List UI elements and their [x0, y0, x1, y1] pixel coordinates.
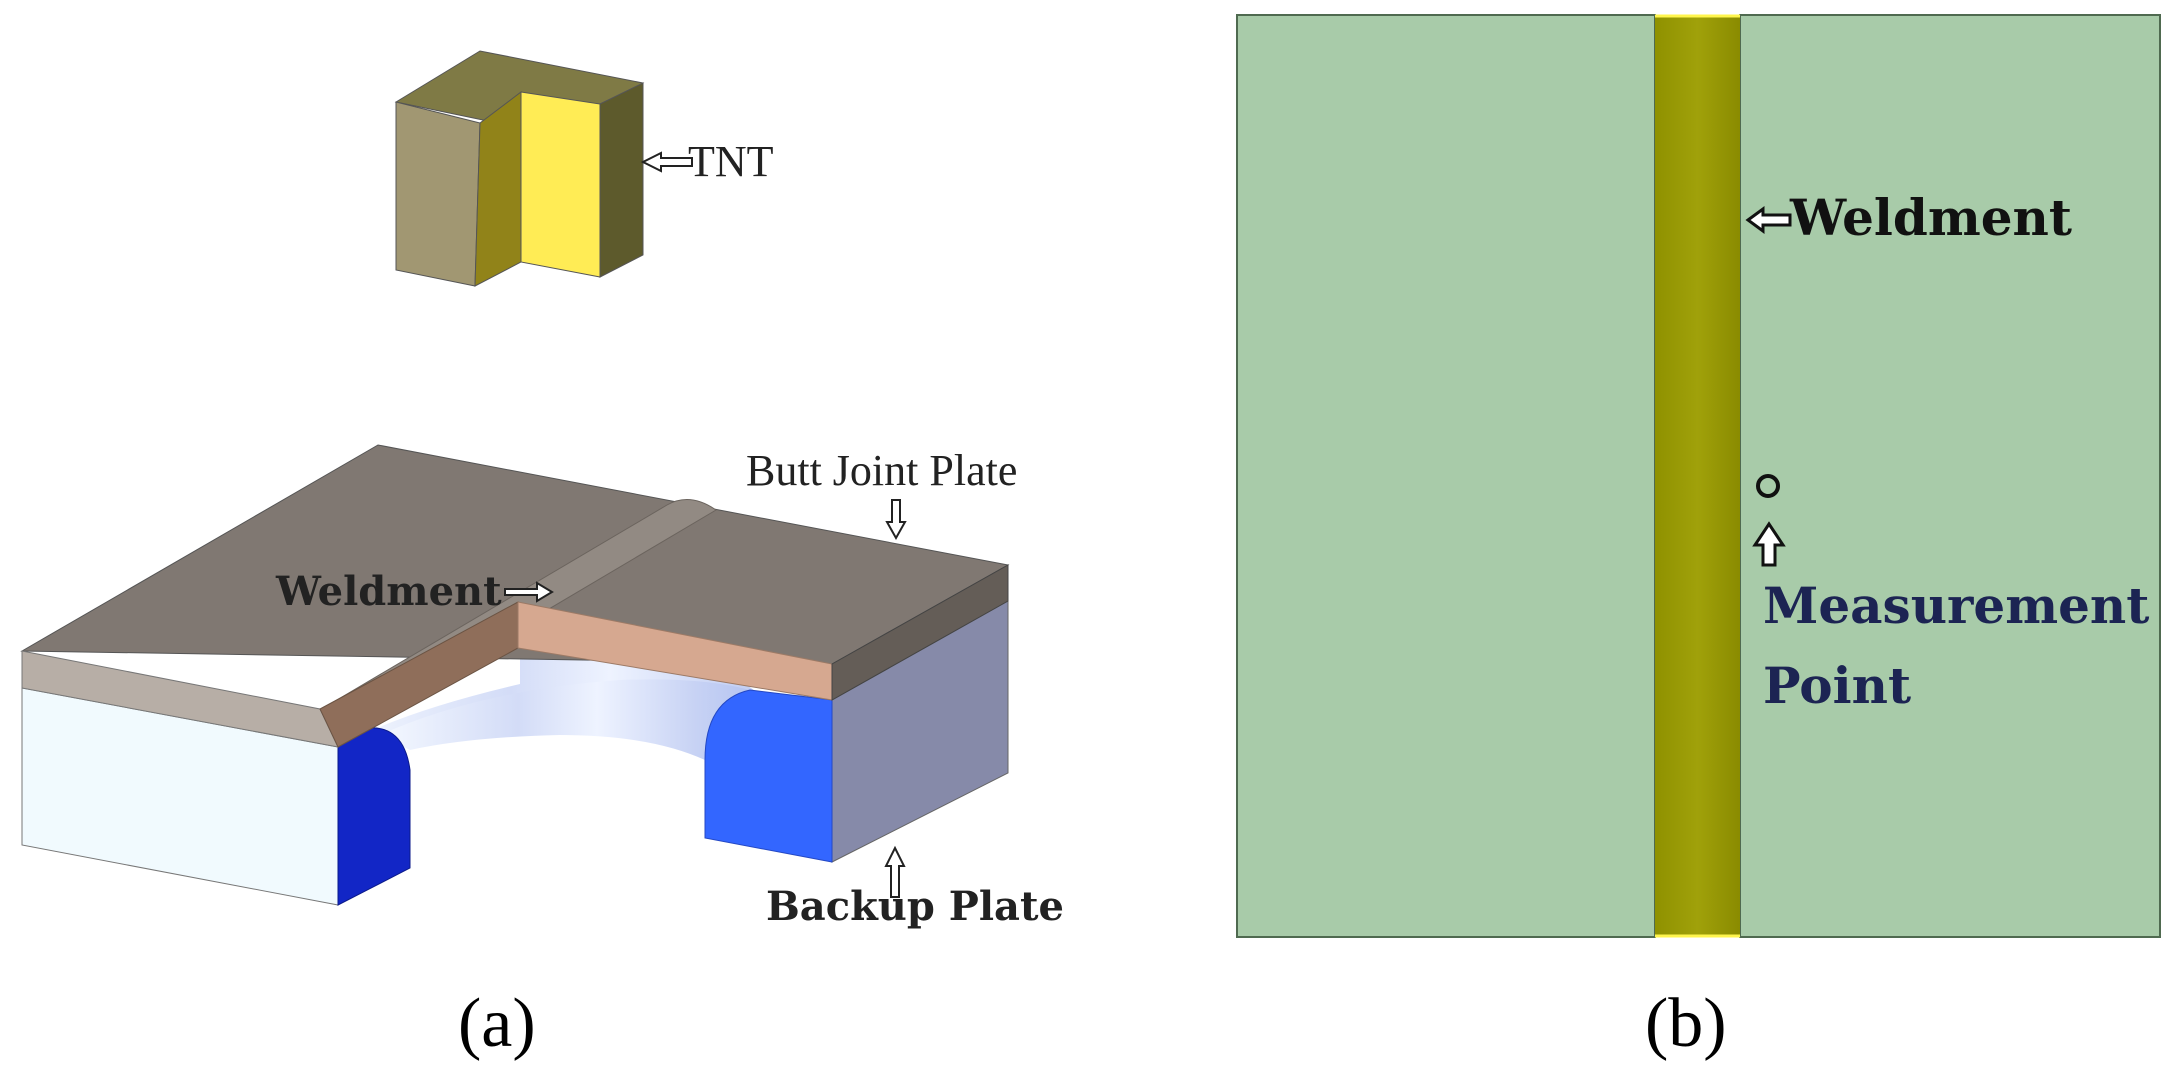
backup-plate-label: Backup Plate — [766, 883, 1064, 930]
tnt-block — [394, 50, 645, 287]
backup-arch-inner — [380, 679, 775, 760]
measurement-label-line1: Measurement — [1763, 576, 2149, 635]
tnt-arrow-icon — [640, 151, 693, 173]
butt-joint-plate — [20, 444, 1010, 748]
weldment-label-a: Weldment — [275, 568, 502, 615]
butt-joint-arrow-icon — [885, 499, 907, 541]
tnt-label: TNT — [688, 137, 774, 186]
tnt-front-left-face — [395, 101, 481, 287]
weldment-label-b: Weldment — [1789, 188, 2072, 247]
measurement-point-marker — [1756, 474, 1780, 498]
backup-plate — [21, 600, 1009, 906]
measurement-label-line2: Point — [1763, 656, 1911, 715]
backup-cut-right-face — [704, 689, 833, 863]
plate-left-region — [1236, 14, 1656, 938]
panel-a-caption: (a) — [458, 985, 536, 1062]
panel-b: Weldment Measurement Point (b) — [1236, 14, 2161, 1062]
measurement-arrow-icon — [1752, 521, 1786, 567]
weldment-arrow-icon-b — [1745, 206, 1792, 234]
plate-right-face — [831, 564, 1009, 701]
panel-a: TNT Butt Joint Plate Weldment — [20, 50, 1064, 1062]
weldment-arrow-icon-a — [504, 581, 554, 603]
weld-strip — [1655, 15, 1740, 937]
butt-joint-plate-label: Butt Joint Plate — [746, 446, 1017, 495]
tnt-inner-face — [474, 90, 522, 287]
backup-cut-left-face — [337, 727, 411, 906]
panel-b-caption: (b) — [1645, 985, 1727, 1062]
tnt-right-face — [599, 82, 644, 278]
plate-right-region — [1739, 14, 2161, 938]
tnt-yellow-face — [520, 91, 601, 278]
backup-plate-arrow-icon — [884, 845, 906, 898]
